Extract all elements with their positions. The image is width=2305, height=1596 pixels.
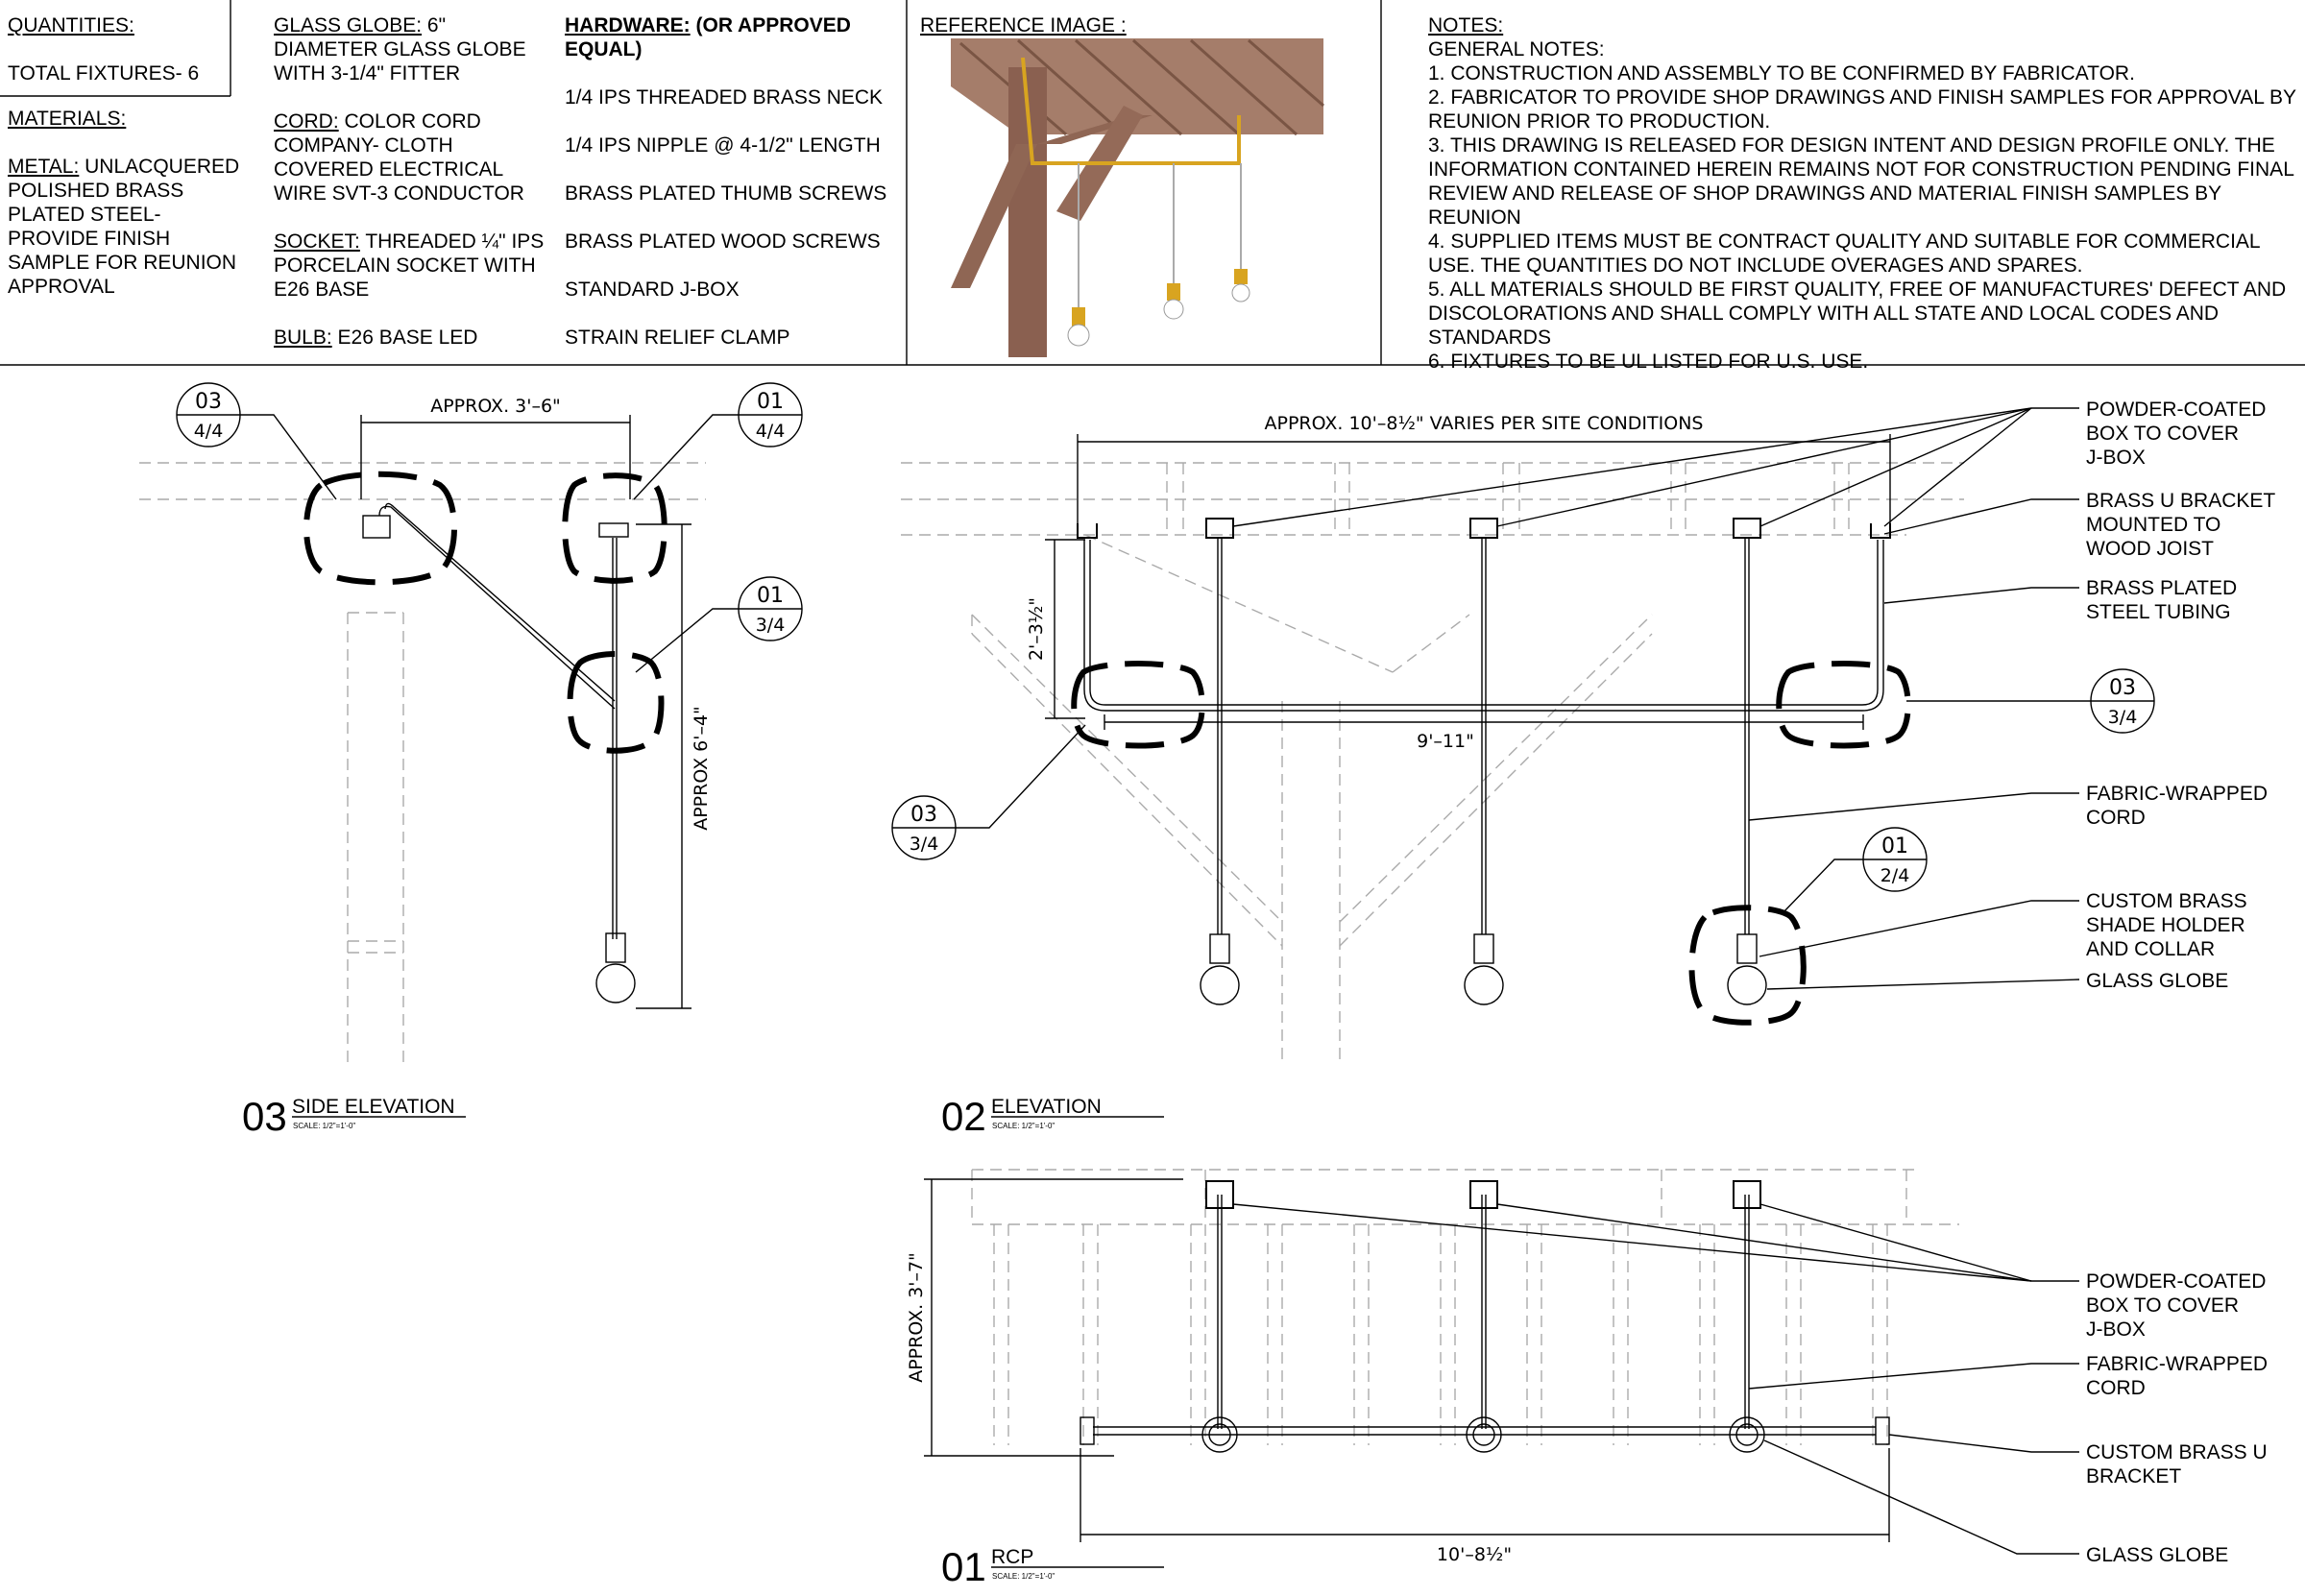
elevation-view: APPROX. 10'–8½" VARIES PER SITE CONDITIO… <box>891 407 2155 1139</box>
hardware-item: 1/4 IPS NIPPLE @ 4-1/2" LENGTH <box>565 134 881 157</box>
rcp-view: APPROX. 3'–7" 10'–8½" 01 RCP SCALE: 1/2"… <box>906 1169 2079 1589</box>
materials-heading: MATERIALS: <box>8 108 127 130</box>
hardware-item: 1/4 IPS THREADED BRASS NECK <box>565 86 884 109</box>
svg-text:03: 03 <box>195 390 222 414</box>
side-title-number: 03 <box>242 1094 287 1139</box>
globe-text: 6" DIAMETER GLASS GLOBE WITH 3-1/4" FITT… <box>274 14 526 85</box>
cord-spec: CORD: COLOR CORD COMPANY- CLOTH COVERED … <box>274 109 552 206</box>
elev-dim-height: 2'–3½" <box>1026 597 1047 661</box>
detail-tag: 01 3/4 <box>635 576 803 673</box>
rcp-scale: SCALE: 1/2"=1'-0" <box>992 1572 1055 1581</box>
callout-fabric-cord: FABRIC-WRAPPED CORD <box>2086 783 2269 829</box>
svg-text:4/4: 4/4 <box>756 421 786 442</box>
hardware-equal: (OR APPROVED EQUAL) <box>565 14 851 60</box>
rcp-dim-height: APPROX. 3'–7" <box>906 1252 927 1383</box>
elev-dim-width: APPROX. 10'–8½" VARIES PER SITE CONDITIO… <box>1265 413 1704 434</box>
rcp-title-number: 01 <box>941 1544 986 1589</box>
socket-text: THREADED ¼" IPS PORCELAIN SOCKET WITH E2… <box>274 230 545 301</box>
svg-text:4/4: 4/4 <box>194 421 224 442</box>
reference-heading: REFERENCE IMAGE : <box>920 14 1127 36</box>
callout-glass-globe: GLASS GLOBE <box>2086 970 2229 992</box>
note-item: 5. ALL MATERIALS SHOULD BE FIRST QUALITY… <box>1428 278 2287 349</box>
materials-cell: MATERIALS: METAL: UNLACQUERED POLISHED B… <box>8 107 242 299</box>
note-item: 3. THIS DRAWING IS RELEASED FOR DESIGN I… <box>1428 134 2294 229</box>
callout-jbox-cover: POWDER-COATED BOX TO COVER J-BOX <box>2086 399 2267 469</box>
components-cell: GLASS GLOBE: 6" DIAMETER GLASS GLOBE WIT… <box>274 13 552 350</box>
materials-metal: METAL: UNLACQUERED POLISHED BRASS PLATED… <box>8 155 242 299</box>
total-fixtures: TOTAL FIXTURES- 6 <box>8 62 200 85</box>
cord-text: COLOR CORD COMPANY- CLOTH COVERED ELECTR… <box>274 110 524 205</box>
svg-text:2/4: 2/4 <box>1880 865 1910 886</box>
hardware-item: STRAIN RELIEF CLAMP <box>565 326 790 349</box>
general-notes-heading: GENERAL NOTES: <box>1428 38 1605 60</box>
globe-spec: GLASS GLOBE: 6" DIAMETER GLASS GLOBE WIT… <box>274 13 552 85</box>
rcp-callout-jbox-cover: POWDER-COATED BOX TO COVER J-BOX <box>2086 1270 2267 1341</box>
quantities-heading: QUANTITIES: <box>8 14 134 36</box>
hardware-label: HARDWARE: <box>565 14 691 36</box>
callout-shade-holder: CUSTOM BRASS SHADE HOLDER AND COLLAR <box>2086 890 2247 960</box>
socket-label: SOCKET: <box>274 230 360 253</box>
svg-text:3/4: 3/4 <box>910 834 939 855</box>
quantities-cell: QUANTITIES: TOTAL FIXTURES- 6 <box>8 13 229 85</box>
rcp-leaders <box>1232 1203 2079 1555</box>
svg-text:03: 03 <box>2109 676 2136 700</box>
rcp-title: RCP <box>991 1546 1033 1568</box>
callout-steel-tubing: BRASS PLATED STEEL TUBING <box>2086 577 2238 623</box>
side-dim-height: APPROX 6'–4" <box>691 706 712 831</box>
cord-label: CORD: <box>274 110 339 133</box>
detail-tag: 03 3/4 <box>1906 668 2155 734</box>
detail-tag: 01 2/4 <box>1781 827 1928 915</box>
elev-dim-inner: 9'–11" <box>1417 731 1474 752</box>
elev-title: ELEVATION <box>991 1096 1102 1118</box>
hardware-cell: HARDWARE: (OR APPROVED EQUAL) 1/4 IPS TH… <box>565 13 891 350</box>
socket-spec: SOCKET: THREADED ¼" IPS PORCELAIN SOCKET… <box>274 230 552 302</box>
side-elevation-view: APPROX. 3'–6" APPROX 6'–4" 03 4/4 01 4/4… <box>139 382 803 1139</box>
detail-tag: 03 4/4 <box>176 382 337 500</box>
note-item: 4. SUPPLIED ITEMS MUST BE CONTRACT QUALI… <box>1428 230 2260 277</box>
notes-cell: NOTES: GENERAL NOTES: 1. CONSTRUCTION AN… <box>1428 13 2302 374</box>
bulb-text: E26 BASE LED <box>331 326 478 349</box>
side-title: SIDE ELEVATION <box>292 1096 455 1118</box>
globe-label: GLASS GLOBE: <box>274 14 423 36</box>
hardware-item: BRASS PLATED THUMB SCREWS <box>565 182 887 205</box>
note-item: 1. CONSTRUCTION AND ASSEMBLY TO BE CONFI… <box>1428 62 2135 85</box>
hardware-heading: HARDWARE: (OR APPROVED EQUAL) <box>565 13 891 61</box>
detail-tag: 01 4/4 <box>633 382 803 500</box>
elev-title-number: 02 <box>941 1094 986 1139</box>
hardware-item: BRASS PLATED WOOD SCREWS <box>565 230 881 253</box>
side-dim-width: APPROX. 3'–6" <box>430 396 561 417</box>
rcp-callout-u-bracket: CUSTOM BRASS U BRACKET <box>2086 1441 2268 1487</box>
metal-label: METAL: <box>8 156 80 178</box>
metal-text: UNLACQUERED POLISHED BRASS PLATED STEEL-… <box>8 156 240 298</box>
callout-brass-u-bracket: BRASS U BRACKET MOUNTED TO WOOD JOIST <box>2086 490 2276 560</box>
bulb-label: BULB: <box>274 326 332 349</box>
svg-text:01: 01 <box>757 584 784 608</box>
rcp-dim-width: 10'–8½" <box>1437 1544 1512 1565</box>
svg-text:3/4: 3/4 <box>2108 707 2138 728</box>
schedule-grid <box>0 0 2305 366</box>
note-item: 2. FABRICATOR TO PROVIDE SHOP DRAWINGS A… <box>1428 86 2296 133</box>
reference-image <box>951 38 1324 357</box>
rcp-callout-glass-globe: GLASS GLOBE <box>2086 1544 2229 1566</box>
notes-heading: NOTES: <box>1428 14 1504 36</box>
elevation-leaders <box>1232 407 2080 990</box>
rcp-callout-fabric-cord: FABRIC-WRAPPED CORD <box>2086 1353 2269 1399</box>
svg-text:03: 03 <box>910 803 937 827</box>
bulb-spec: BULB: E26 BASE LED <box>274 326 552 350</box>
svg-text:3/4: 3/4 <box>756 615 786 636</box>
detail-tag: 03 3/4 <box>891 724 1086 860</box>
hardware-item: STANDARD J-BOX <box>565 278 740 301</box>
elev-scale: SCALE: 1/2"=1'-0" <box>992 1122 1055 1130</box>
svg-text:01: 01 <box>1881 834 1908 858</box>
svg-text:01: 01 <box>757 390 784 414</box>
note-item: 6. FIXTURES TO BE UL LISTED FOR U.S. USE… <box>1428 351 1869 373</box>
side-scale: SCALE: 1/2"=1'-0" <box>293 1122 355 1130</box>
